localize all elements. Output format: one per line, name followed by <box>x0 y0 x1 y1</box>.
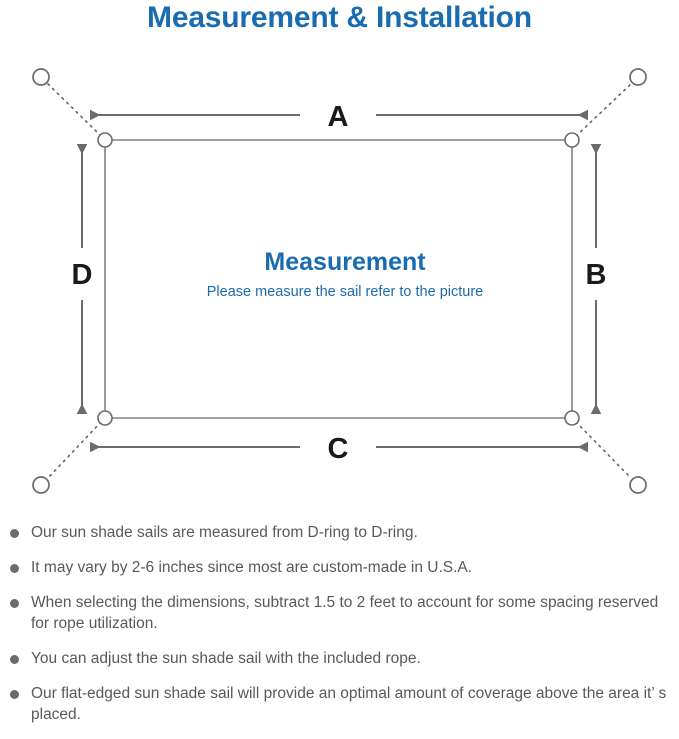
note-text: When selecting the dimensions, subtract … <box>31 594 659 632</box>
rope-line-bottom-right <box>575 421 632 479</box>
d-ring-top-right-icon <box>564 132 580 148</box>
bullet-icon <box>10 599 19 608</box>
rope-line-top-right <box>575 83 632 137</box>
bullet-icon <box>10 655 19 664</box>
rope-line-top-left <box>47 83 102 137</box>
dimension-label-c: C <box>328 433 349 465</box>
dimension-label-d: D <box>72 259 93 291</box>
note-text: Our flat-edged sun shade sail will provi… <box>31 685 667 723</box>
bullet-icon <box>10 690 19 699</box>
note-text: You can adjust the sun shade sail with t… <box>31 650 421 667</box>
dimension-label-b: B <box>586 259 607 291</box>
rope-line-bottom-left <box>47 421 102 479</box>
note-text: Our sun shade sails are measured from D-… <box>31 524 418 541</box>
bullet-icon <box>10 564 19 573</box>
list-item: When selecting the dimensions, subtract … <box>0 592 679 634</box>
dimension-label-a: A <box>328 101 349 133</box>
bullet-icon <box>10 529 19 538</box>
note-text: It may vary by 2-6 inches since most are… <box>31 559 473 576</box>
notes-list: Our sun shade sails are measured from D-… <box>0 522 679 739</box>
d-ring-bottom-right-icon <box>564 410 580 426</box>
page-title: Measurement & Installation <box>147 1 532 34</box>
sail-rectangle <box>104 139 573 419</box>
anchor-top-right-icon <box>629 68 647 86</box>
d-ring-top-left-icon <box>97 132 113 148</box>
list-item: You can adjust the sun shade sail with t… <box>0 648 679 669</box>
diagram-center-title: Measurement <box>264 248 426 276</box>
list-item: Our sun shade sails are measured from D-… <box>0 522 679 543</box>
diagram-container: A C D B Measurement Please measure the s… <box>0 48 679 518</box>
d-ring-bottom-left-icon <box>97 410 113 426</box>
anchor-top-left-icon <box>32 68 50 86</box>
diagram-center-subtitle: Please measure the sail refer to the pic… <box>207 284 483 300</box>
anchor-bottom-left-icon <box>32 476 50 494</box>
list-item: Our flat-edged sun shade sail will provi… <box>0 683 679 725</box>
list-item: It may vary by 2-6 inches since most are… <box>0 557 679 578</box>
anchor-bottom-right-icon <box>629 476 647 494</box>
